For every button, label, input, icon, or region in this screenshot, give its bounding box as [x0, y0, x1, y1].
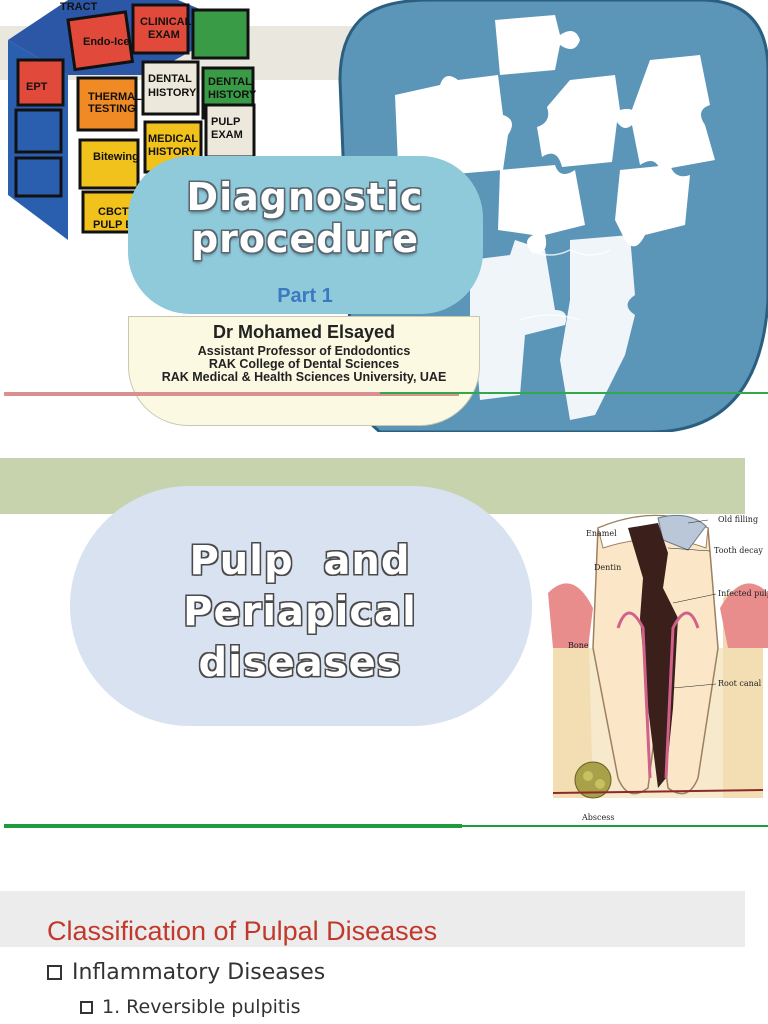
label-old-filling: Old filling	[718, 515, 758, 524]
slide2-title-line3: diseases	[198, 640, 402, 686]
slide3-heading: Classification of Pulpal Diseases	[47, 916, 438, 946]
label-bone: Bone	[568, 641, 589, 650]
title-pill	[128, 156, 483, 314]
label-enamel: Enamel	[586, 529, 617, 538]
svg-text:EXAM: EXAM	[148, 29, 180, 41]
checkbox-bullet-icon	[80, 1001, 93, 1014]
svg-text:Endo-Ice: Endo-Ice	[83, 36, 129, 48]
svg-text:HISTORY: HISTORY	[148, 146, 197, 158]
part-label: Part 1	[277, 285, 333, 307]
svg-text:Bitewing: Bitewing	[93, 151, 139, 163]
svg-text:HISTORY: HISTORY	[208, 89, 257, 101]
checkbox-bullet-icon	[47, 965, 62, 980]
slide1-divider-red	[4, 392, 459, 396]
slide2-title-line2: Periapical	[183, 589, 417, 635]
bullet-reversible-pulpitis: 1. Reversible pulpitis	[80, 996, 301, 1018]
slide2-title-pill	[70, 486, 532, 726]
svg-text:MEDICAL: MEDICAL	[148, 133, 198, 145]
slide2-title: Pulp and Periapical diseases	[110, 536, 490, 689]
slide1-title-line2: procedure	[190, 217, 420, 261]
slide2-title-line1: Pulp and	[189, 538, 411, 584]
tooth-cross-section-diagram: Enamel Old filling Tooth decay Dentin In…	[548, 514, 768, 822]
label-infected-pulp: Infected pulp	[718, 589, 768, 598]
bullet2-text: 1. Reversible pulpitis	[102, 996, 301, 1018]
label-root-canal: Root canal	[718, 679, 762, 688]
svg-text:EXAM: EXAM	[211, 129, 243, 141]
author-box	[128, 316, 480, 426]
svg-text:EPT: EPT	[26, 81, 48, 93]
slide1-divider-green	[380, 392, 768, 394]
bullet1-text: Inflammatory Diseases	[72, 960, 326, 985]
author-name: Dr Mohamed Elsayed	[212, 322, 396, 342]
slide3-header-band	[0, 891, 745, 947]
bullet-inflammatory-diseases: Inflammatory Diseases	[47, 960, 325, 985]
svg-text:CBCT: CBCT	[98, 206, 129, 218]
svg-text:DENTAL: DENTAL	[208, 76, 252, 88]
author-university: RAK Medical & Health Sciences University…	[161, 370, 447, 384]
svg-text:DENTAL: DENTAL	[148, 73, 192, 85]
svg-text:PULP: PULP	[211, 116, 240, 128]
author-college: RAK College of Dental Sciences	[208, 357, 400, 371]
svg-text:TRACT: TRACT	[60, 1, 98, 13]
svg-text:TESTING: TESTING	[88, 103, 136, 115]
author-position: Assistant Professor of Endodontics	[197, 344, 411, 358]
label-tooth-decay: Tooth decay	[714, 546, 763, 555]
label-dentin: Dentin	[594, 563, 621, 572]
slide1-title-line1: Diagnostic	[186, 175, 424, 219]
diagnostic-rubik-cube-image: CLINICAL EXAM Endo-Ice THERMAL TESTING D…	[8, 0, 257, 240]
svg-text:THERMAL: THERMAL	[88, 91, 142, 103]
svg-text:HISTORY: HISTORY	[148, 87, 197, 99]
slide1-title: Diagnostic procedure	[150, 176, 460, 260]
slide2-divider-green-thin	[462, 825, 768, 827]
slide2-divider-green	[4, 824, 462, 828]
cube-label-clinical-exam: CLINICAL	[140, 16, 192, 28]
label-abscess: Abscess	[581, 813, 614, 822]
